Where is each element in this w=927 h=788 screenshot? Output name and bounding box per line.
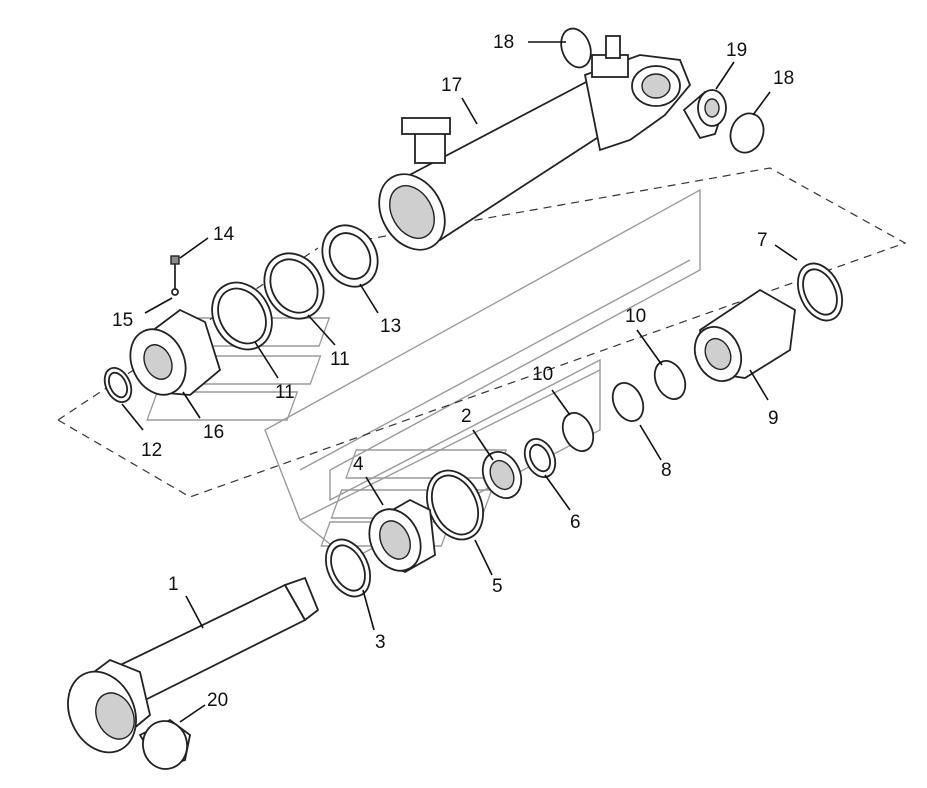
label-18b: 18	[773, 68, 794, 89]
label-14: 14	[213, 224, 235, 245]
label-9: 9	[768, 408, 779, 429]
label-10b: 10	[532, 364, 553, 385]
gland-16	[129, 255, 222, 396]
label-11b: 11	[275, 382, 295, 403]
cylinder-barrel	[378, 35, 692, 251]
piston-9	[693, 288, 796, 382]
o-rings	[103, 224, 379, 403]
rod-seals	[324, 438, 557, 598]
label-18a: 18	[493, 32, 514, 53]
label-11a: 11	[330, 349, 350, 370]
leader-lines	[121, 41, 798, 723]
retaining-rings-18	[560, 27, 765, 154]
label-19: 19	[726, 40, 747, 61]
label-5: 5	[492, 576, 503, 597]
label-8: 8	[661, 460, 672, 481]
label-4: 4	[353, 454, 364, 475]
label-16: 16	[203, 422, 224, 443]
label-10a: 10	[625, 306, 646, 327]
label-6: 6	[570, 512, 581, 533]
label-17: 17	[441, 75, 462, 96]
label-3: 3	[375, 632, 386, 653]
label-20: 20	[207, 690, 228, 711]
piston-rod-1	[67, 576, 320, 754]
label-7: 7	[757, 230, 768, 251]
label-13: 13	[380, 316, 401, 337]
callout-labels: 1 2 3 4 5 6 7 8 9 10 10 11 11 12 13 14 1…	[112, 32, 794, 711]
label-15: 15	[112, 310, 133, 331]
seal-ring-7-inner	[802, 268, 838, 316]
bushing-20	[138, 718, 191, 770]
label-12: 12	[141, 440, 162, 461]
label-1: 1	[168, 574, 179, 595]
wear-rings-10	[561, 360, 687, 452]
label-2: 2	[461, 406, 472, 427]
bushing-19	[682, 89, 727, 140]
